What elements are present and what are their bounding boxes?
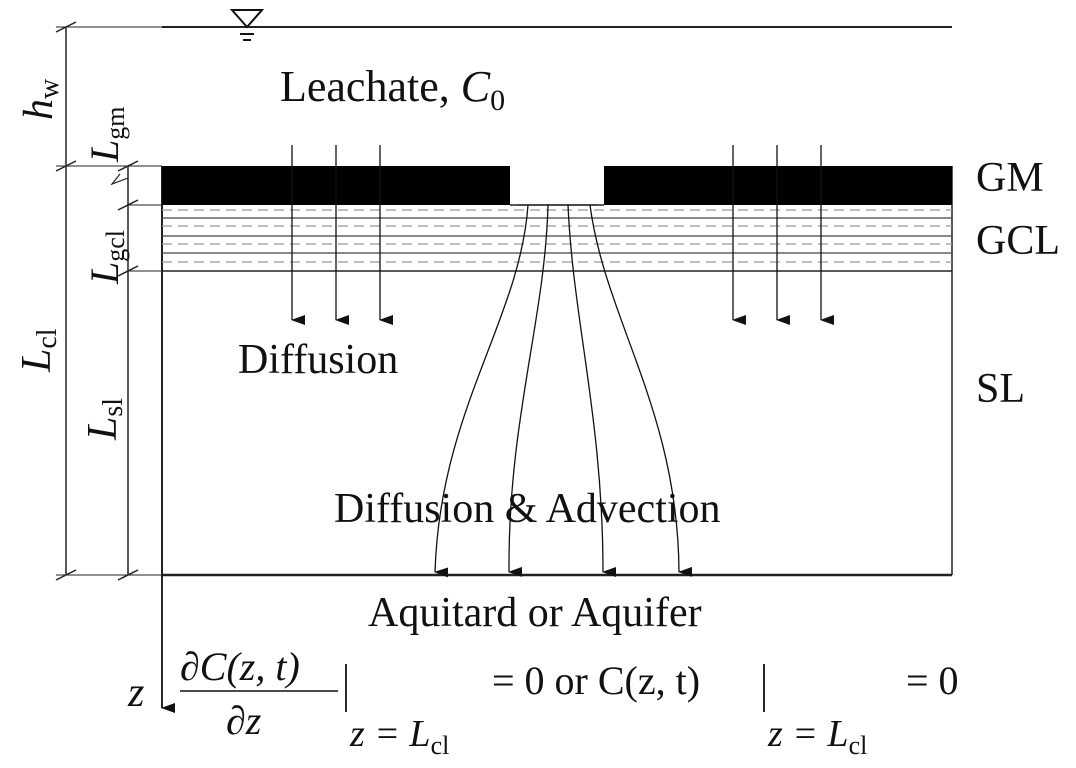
leachate-label: Leachate, C0 xyxy=(280,62,505,117)
dim-lcl-label: Lcl xyxy=(14,328,63,373)
diffusion-label: Diffusion xyxy=(238,337,398,383)
diffusion-arrows-left xyxy=(291,145,393,325)
dim-hw-label: hw xyxy=(16,78,65,120)
diffusion-advection-label: Diffusion & Advection xyxy=(334,486,721,532)
bc-eval-sub-2: z = Lcl xyxy=(767,713,867,760)
boundary-condition: ∂C(z, t) ∂z z = Lcl = 0 or C(z, t) z = L… xyxy=(180,644,959,760)
dim-lgm-label: Lgm xyxy=(82,107,130,163)
aquitard-label: Aquitard or Aquifer xyxy=(368,590,702,636)
bc-numerator: ∂C(z, t) xyxy=(180,644,300,689)
lgm-leader xyxy=(110,173,129,186)
diffusion-arrows-right xyxy=(732,145,834,325)
bc-end: = 0 xyxy=(906,658,959,703)
gcl-layer xyxy=(162,209,952,272)
dim-lgcl-label: Lgcl xyxy=(82,230,130,285)
advection-curves xyxy=(434,204,693,578)
layer-label-gcl: GCL xyxy=(976,218,1060,264)
bc-middle: = 0 or C(z, t) xyxy=(492,658,700,703)
bc-eval-sub-1: z = Lcl xyxy=(349,713,449,760)
water-level-icon xyxy=(229,9,265,41)
dim-lsl-label: Lsl xyxy=(80,398,129,441)
bc-denominator: ∂z xyxy=(226,698,262,743)
dimension-lines xyxy=(55,21,162,581)
layer-label-gm: GM xyxy=(976,155,1044,201)
layer-label-sl: SL xyxy=(976,366,1025,412)
geomembrane-right xyxy=(604,166,952,205)
z-axis-label: z xyxy=(127,670,144,716)
